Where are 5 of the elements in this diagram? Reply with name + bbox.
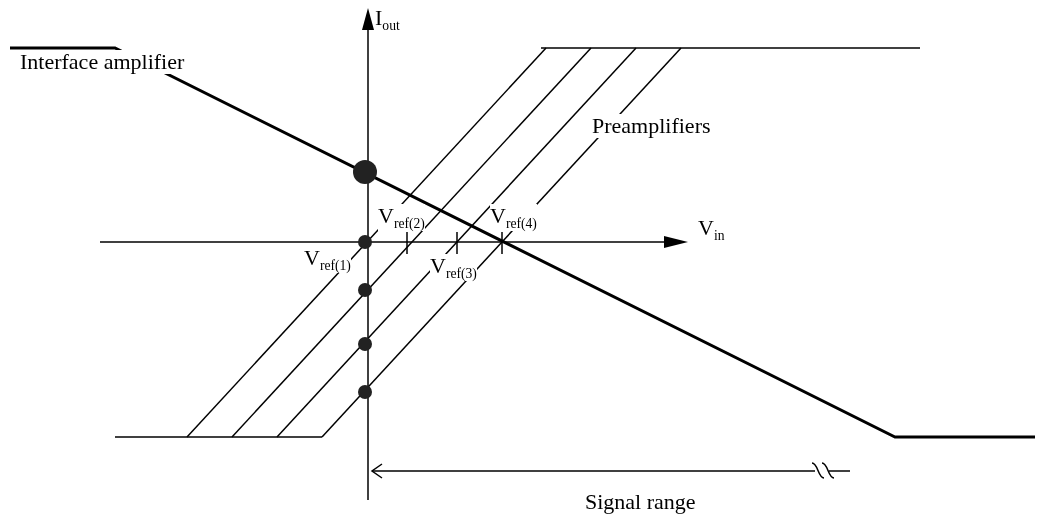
axis-label: V$_{ref(4)}$ [490, 204, 537, 231]
axis-label: V$_{ref(3)}$ [430, 254, 477, 281]
curve-label: Interface amplifier [20, 50, 185, 75]
axis-label: V$_{ref(2)}$ [378, 204, 425, 231]
curve-label: Preamplifiers [592, 114, 711, 139]
